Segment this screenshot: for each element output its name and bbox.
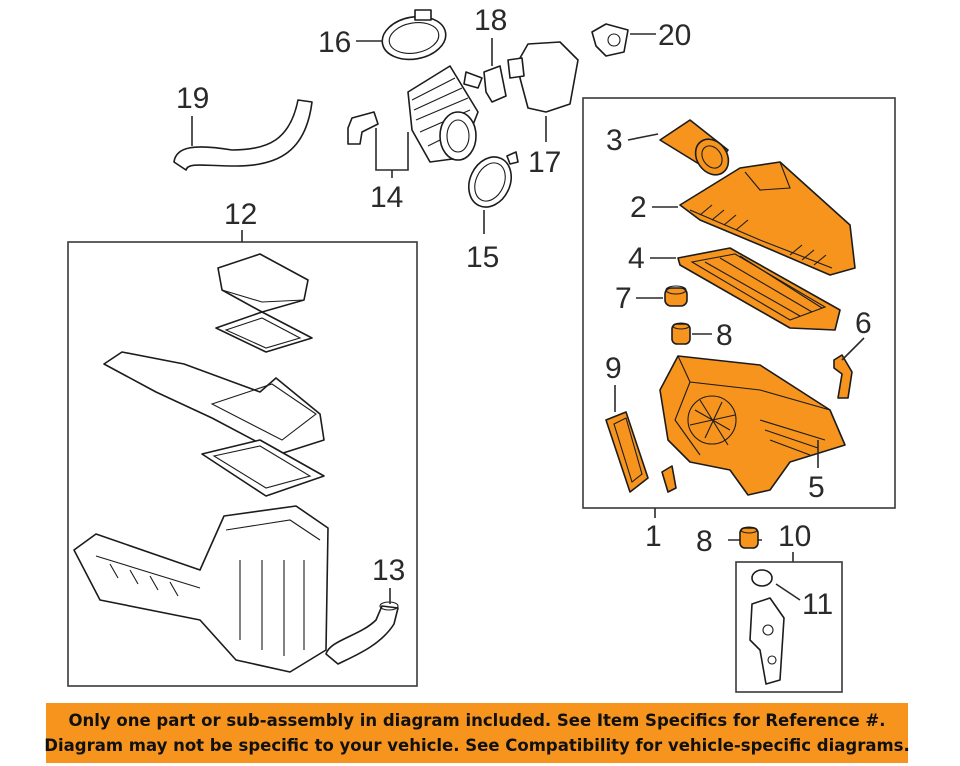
callout-8-inner: 8	[716, 319, 733, 352]
part-17-resonator	[507, 41, 579, 113]
callout-12: 12	[224, 198, 257, 231]
parts-diagram: 1 3 2 4 7 8 6	[67, 4, 896, 693]
callout-13: 13	[372, 554, 405, 587]
part-18-sensor	[483, 65, 507, 103]
callout-9: 9	[605, 352, 622, 385]
part-9-side-panel	[605, 411, 649, 493]
callout-18: 18	[474, 4, 507, 37]
part-5-lower-housing	[659, 355, 846, 496]
part-12-upper-cover	[217, 253, 309, 313]
callout-6: 6	[855, 307, 872, 340]
part-4-air-filter	[677, 247, 841, 331]
assembly-box-10	[735, 561, 843, 693]
part-5-clip	[661, 465, 677, 493]
disclaimer-banner: Only one part or sub-assembly in diagram…	[44, 703, 910, 763]
part-2-upper-cover	[679, 161, 856, 276]
callout-19: 19	[176, 82, 209, 115]
part-19-hose	[173, 99, 313, 171]
part-7-grommet	[664, 285, 688, 307]
part-12-seal	[201, 439, 325, 497]
part-14-intake-hose	[407, 65, 483, 163]
part-12-duct-lid	[103, 351, 325, 455]
disclaimer-line-1: Only one part or sub-assembly in diagram…	[68, 711, 886, 730]
callout-11: 11	[802, 588, 833, 621]
callout-15: 15	[466, 241, 499, 274]
assembly-box-1	[582, 97, 896, 509]
callout-5: 5	[808, 471, 825, 504]
callout-16: 16	[318, 26, 351, 59]
part-11-bracket	[749, 569, 785, 685]
callout-3: 3	[606, 124, 623, 157]
part-3-inlet-duct	[659, 119, 730, 176]
part-20-clip	[591, 23, 629, 57]
disclaimer-line-2: Diagram may not be specific to your vehi…	[44, 736, 910, 755]
callout-20: 20	[658, 19, 691, 52]
part-15-clamp	[468, 151, 519, 208]
callout-4: 4	[628, 242, 645, 275]
callout-17: 17	[528, 146, 561, 179]
callout-10: 10	[778, 520, 811, 553]
part-8-grommet-outer	[739, 526, 759, 549]
part-16-clamp	[381, 9, 447, 61]
part-12-filter-gasket	[215, 311, 313, 353]
callout-7: 7	[615, 282, 632, 315]
part-13-hose	[325, 601, 399, 665]
part-8-grommet-inner	[671, 322, 691, 345]
part-14-elbow	[347, 111, 379, 145]
part-12-lower-housing	[73, 505, 329, 673]
callout-14: 14	[370, 181, 403, 214]
callout-2: 2	[630, 191, 647, 224]
callout-8-outer: 8	[696, 525, 713, 558]
callout-1: 1	[645, 520, 662, 553]
part-6-bracket	[833, 354, 853, 399]
